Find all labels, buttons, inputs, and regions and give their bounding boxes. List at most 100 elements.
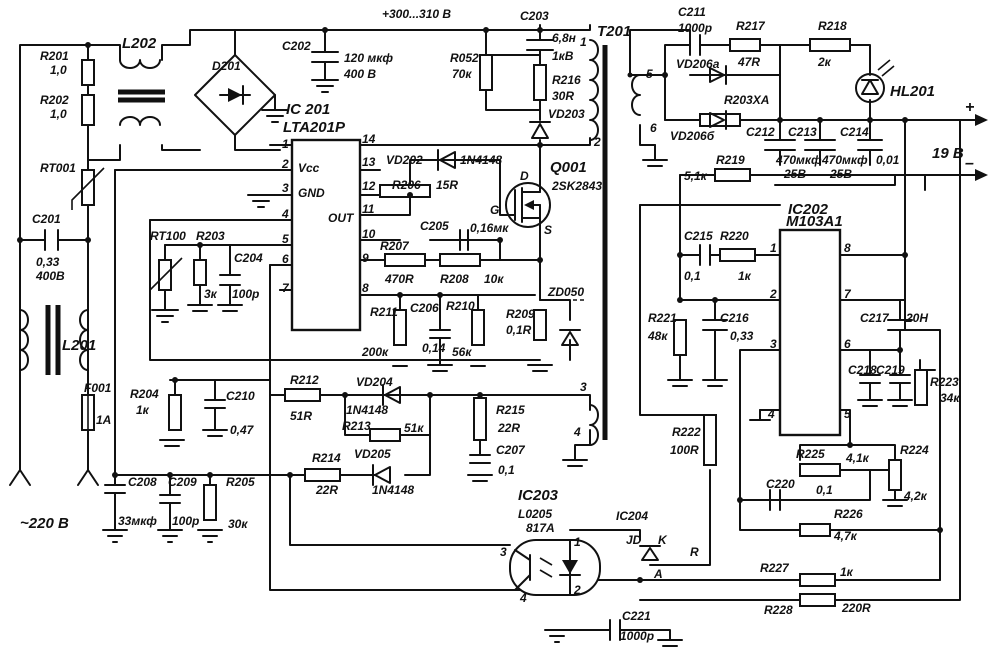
thermistors	[71, 167, 183, 300]
ic202-m103a1	[778, 228, 842, 437]
c216-value: 0,33	[730, 329, 754, 343]
vd206b-label: VD206б	[670, 129, 715, 143]
r201-label: R201	[40, 49, 69, 63]
r217-value: 47R	[737, 55, 760, 69]
r214-value: 22R	[315, 483, 338, 497]
r226-label: R226	[834, 507, 863, 521]
r219-value: 5,1к	[684, 169, 708, 183]
ic204-jd: JD	[626, 533, 642, 547]
vd205-part: 1N4148	[372, 483, 414, 497]
r202-label: R202	[40, 93, 69, 107]
vd205-label: VD205	[354, 447, 391, 461]
output-terminals	[904, 114, 988, 191]
r226-value: 4,7к	[833, 529, 858, 543]
bridge-rectifier-d201	[194, 54, 276, 136]
ic203-pin3: 3	[500, 545, 507, 559]
ic202-part: M103A1	[786, 213, 843, 230]
r228-value: 220R	[841, 601, 871, 615]
ic201-pin12: 12	[362, 179, 376, 193]
ic204-k: K	[658, 533, 668, 547]
t201-pin6: 6	[650, 121, 657, 135]
ic202-pin5: 5	[844, 407, 851, 421]
mosfet-q001	[505, 182, 551, 231]
transformer-t201	[589, 39, 641, 446]
secondary-wiring	[559, 29, 981, 641]
c202-label: C202	[282, 39, 311, 53]
c211-label: C211	[678, 5, 706, 19]
c209-value: 100p	[172, 514, 199, 528]
r221-value: 48к	[647, 329, 668, 343]
r225-label: R225	[796, 447, 825, 461]
r203-label: R203	[196, 229, 225, 243]
c218-label: C218	[848, 363, 877, 377]
c202-value: 120 мкф	[344, 51, 393, 65]
ic201-pin1: 1	[282, 137, 289, 151]
r213-value: 51к	[404, 421, 424, 435]
output-minus-label: –	[965, 155, 974, 172]
q001-label: Q001	[550, 159, 587, 176]
ic204-r: R	[690, 545, 699, 559]
ic201-label: IC 201	[286, 101, 330, 118]
ic202-pin4: 4	[767, 407, 775, 421]
r224-label: R224	[900, 443, 929, 457]
r215-label: R215	[496, 403, 525, 417]
ic204-label: IC204	[616, 509, 648, 523]
r228-label: R228	[764, 603, 793, 617]
ic201-vcc: Vcc	[298, 161, 320, 175]
vd206a-label: VD206а	[676, 57, 720, 71]
r221-label: R221	[648, 311, 677, 325]
r213-label: R213	[342, 419, 371, 433]
c212-label: C212	[746, 125, 775, 139]
r224-value: 4,2к	[903, 489, 928, 503]
r207-label: R207	[380, 239, 410, 253]
hl201-label: HL201	[890, 83, 935, 100]
junctions	[17, 27, 943, 583]
r203-value: 3к	[204, 287, 218, 301]
t201-pin2: 2	[593, 135, 601, 149]
ic201-pin14: 14	[362, 132, 376, 146]
t201-pin3: 3	[580, 380, 587, 394]
r205-value: 30к	[228, 517, 248, 531]
c211-value: 1000p	[678, 21, 712, 35]
ic203-pin2: 2	[573, 583, 581, 597]
c207-value: 0,1	[498, 463, 515, 477]
c203-label: C203	[520, 9, 549, 23]
c221-label: C221	[622, 609, 651, 623]
r209-value: 0,1R	[506, 323, 532, 337]
c219-label: C219	[876, 363, 905, 377]
r204-value: 1к	[136, 403, 150, 417]
c201-voltage: 400В	[35, 269, 65, 283]
r218-value: 2к	[817, 55, 832, 69]
zd050-label: ZD050	[547, 285, 584, 299]
c206-value: 0,14	[422, 341, 446, 355]
r206-value: 15R	[436, 178, 458, 192]
ic201-pin2: 2	[281, 157, 289, 171]
f001-label: F001	[84, 381, 112, 395]
ic203-optocoupler	[509, 539, 601, 596]
r211-label: R211	[370, 305, 398, 319]
vd202-part: 1N4148	[460, 153, 502, 167]
r223-value: 34к	[940, 391, 960, 405]
ic203-type: 817A	[526, 521, 555, 535]
q001-drain: D	[520, 169, 529, 183]
c204-label: C204	[234, 251, 263, 265]
ic201-lta201p	[290, 138, 362, 332]
ic201-pin3: 3	[282, 181, 289, 195]
c221-value: 1000p	[620, 629, 654, 643]
ic202-pin7: 7	[844, 287, 852, 301]
r227-value: 1к	[840, 565, 854, 579]
ic201-pin9: 9	[362, 251, 369, 265]
vd204-part: 1N4148	[346, 403, 388, 417]
r203xa-label: R203ХА	[724, 93, 769, 107]
r209-label: R209	[506, 307, 535, 321]
c201-value: 0,33	[36, 255, 60, 269]
t201-pin4: 4	[573, 425, 581, 439]
d201-label: D201	[212, 59, 241, 73]
c214-value: 0,01	[876, 153, 900, 167]
r210-label: R210	[446, 299, 475, 313]
ic201-pin13: 13	[362, 155, 376, 169]
ic202-pin1: 1	[770, 241, 777, 255]
diodes	[372, 59, 895, 561]
r052-label: R052	[450, 51, 479, 65]
